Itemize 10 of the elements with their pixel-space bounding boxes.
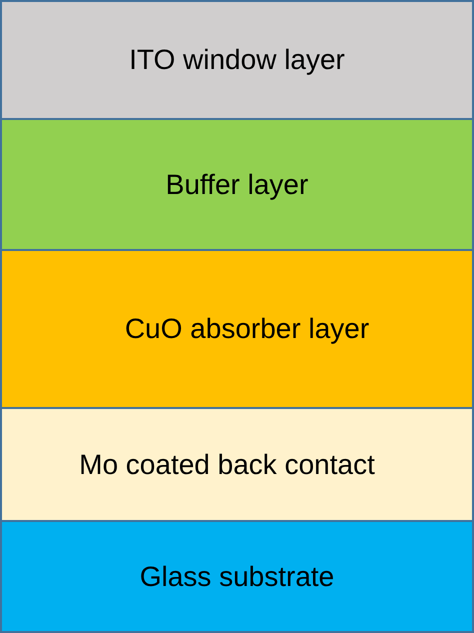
layer-band (0, 406, 474, 522)
layer-band (0, 118, 474, 252)
layer-label: ITO window layer (129, 43, 345, 78)
layer-band (0, 0, 474, 120)
layer-band (0, 249, 474, 409)
layer-band (0, 520, 474, 633)
layer-label: Mo coated back contact (79, 448, 375, 482)
layer-label: Buffer layer (166, 168, 308, 202)
layer-label: CuO absorber layer (124, 312, 370, 346)
layer-label: Glass substrate (140, 560, 334, 594)
